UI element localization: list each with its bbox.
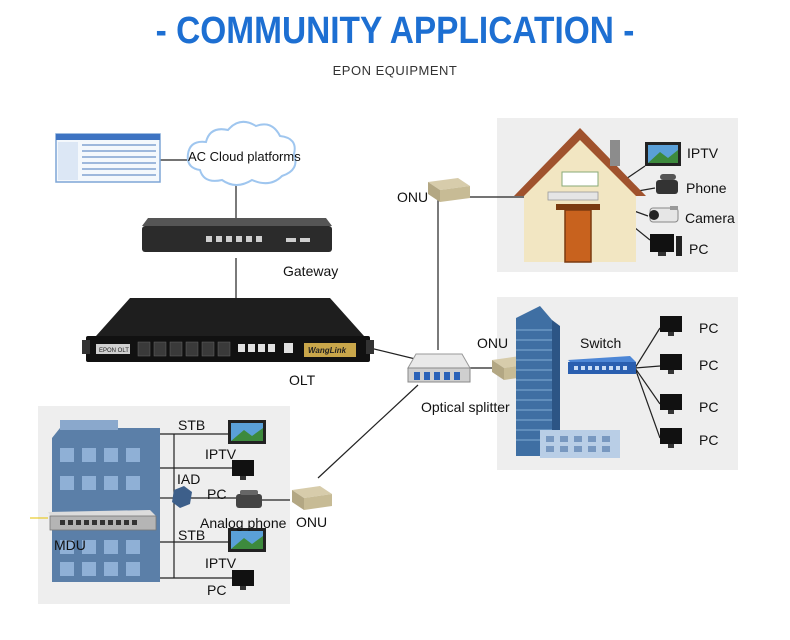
mdu-iptv-icon	[228, 420, 266, 552]
gateway-label: Gateway	[283, 263, 339, 279]
house-icon	[514, 128, 646, 263]
stb-label-2: STB	[178, 527, 206, 543]
iad-label: IAD	[177, 471, 201, 487]
mdu-building-icon	[52, 420, 160, 582]
mdu-pc-icon	[232, 460, 254, 590]
mdu-label: MDU	[54, 537, 86, 553]
onu-house-label: ONU	[397, 189, 429, 205]
house-camera-icon	[649, 206, 679, 223]
iptv-label-1: IPTV	[205, 446, 237, 462]
analog-phone-label: Analog phone	[200, 515, 287, 531]
olt-icon	[82, 298, 374, 362]
olt-badge: EPON OLT	[99, 348, 129, 354]
mdu-pc-label-2: PC	[207, 582, 227, 598]
house-pc-icon	[650, 234, 682, 256]
house-phone-icon	[656, 174, 678, 194]
iptv-label-2: IPTV	[205, 555, 237, 571]
house-pc-label: PC	[689, 241, 709, 257]
house-iptv-icon	[645, 142, 681, 166]
tower-pc-label-3: PC	[699, 399, 719, 415]
tower-pc-icon	[660, 316, 682, 448]
mdu-pc-label-1: PC	[207, 486, 227, 502]
switch-label: Switch	[580, 335, 622, 351]
tower-pc-label-1: PC	[699, 320, 719, 336]
onu-tower-label: ONU	[477, 335, 509, 351]
page-subtitle: EPON EQUIPMENT	[332, 63, 458, 78]
cloud-label: AC Cloud platforms	[188, 149, 301, 164]
house-iptv-label: IPTV	[687, 145, 719, 161]
tower-pc-label-4: PC	[699, 432, 719, 448]
olt-label: OLT	[289, 372, 316, 388]
optical-splitter-icon	[407, 353, 471, 383]
mdu-device-icon	[30, 510, 157, 531]
analog-phone-icon	[236, 490, 262, 508]
switch-icon	[568, 356, 636, 374]
gateway-icon	[142, 218, 332, 252]
house-camera-label: Camera	[685, 210, 735, 226]
splitter-label: Optical splitter	[421, 399, 510, 415]
olt-brand: WangLink	[308, 346, 347, 355]
page-title: - COMMUNITY APPLICATION -	[155, 10, 635, 52]
iad-icon	[172, 486, 192, 508]
onu-house-icon	[428, 178, 470, 202]
stb-label-1: STB	[178, 417, 206, 433]
office-tower-icon	[516, 306, 620, 458]
onu-mdu-label: ONU	[296, 514, 328, 530]
cloud-platform-screen-icon	[55, 133, 161, 183]
tower-pc-label-2: PC	[699, 357, 719, 373]
cloud-icon	[186, 120, 297, 186]
onu-mdu-icon	[292, 486, 332, 510]
house-phone-label: Phone	[686, 180, 727, 196]
